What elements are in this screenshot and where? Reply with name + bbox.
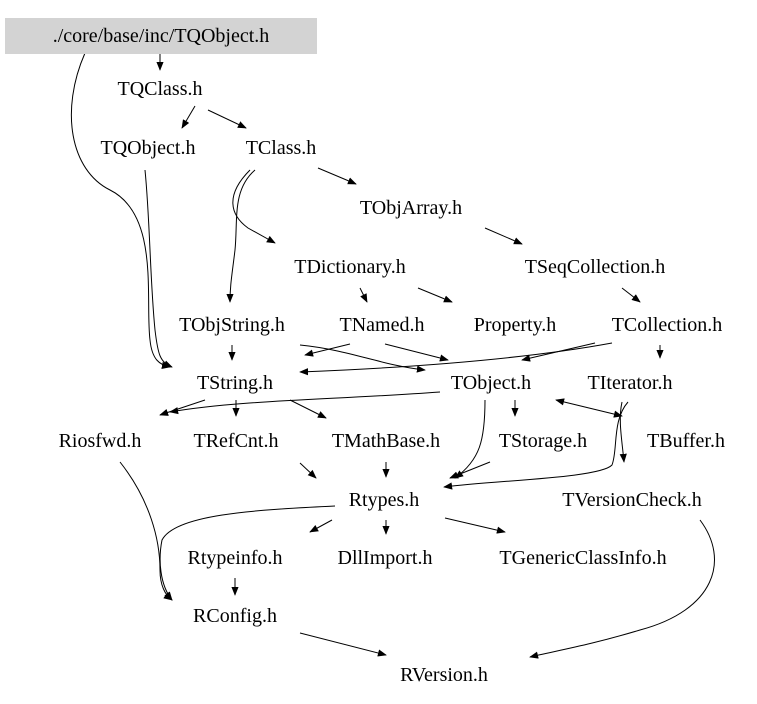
node-label: RConfig.h [193,605,277,627]
node-rconfig[interactable]: RConfig.h [193,605,277,627]
node-label: TDictionary.h [294,256,405,278]
node-tobjstring[interactable]: TObjString.h [179,314,285,336]
edge [299,342,613,376]
node-riosfwd[interactable]: Riosfwd.h [59,430,142,452]
edge [443,401,629,490]
edge [299,632,387,657]
edge [454,399,486,479]
node-label: Property.h [474,314,557,336]
node-label: TGenericClassInfo.h [499,547,666,569]
node-label: RVersion.h [400,664,488,686]
node-label: DllImport.h [338,547,433,569]
edge [226,169,256,303]
node-label: TCollection.h [612,314,723,336]
node-label: TObject.h [451,372,531,394]
node-tgenericclassinfo[interactable]: TGenericClassInfo.h [499,547,666,569]
node-tstorage[interactable]: TStorage.h [499,430,587,452]
edge [444,517,506,534]
node-tseqcollection[interactable]: TSeqCollection.h [525,256,666,278]
node-tqobject[interactable]: TQObject.h [101,137,196,159]
edge [207,109,247,129]
node-property[interactable]: Property.h [474,314,557,336]
edge [299,344,426,373]
edge [417,287,453,303]
node-rtypes[interactable]: Rtypes.h [349,489,420,511]
edge [232,169,276,244]
node-label: TObjArray.h [360,197,462,219]
node-label: TMathBase.h [332,430,440,452]
node-tclass[interactable]: TClass.h [246,137,317,159]
node-tnamed[interactable]: TNamed.h [340,314,425,336]
edge [619,401,627,463]
edge [449,461,491,479]
edge [181,105,196,129]
root-node-box [5,18,317,54]
node-dllimport[interactable]: DllImport.h [338,547,433,569]
node-label: Rtypeinfo.h [188,547,283,569]
node-label: TBuffer.h [647,430,725,452]
node-label: TStorage.h [499,430,587,452]
node-trefcnt[interactable]: TRefCnt.h [194,430,279,452]
node-label: TQObject.h [101,137,196,159]
node-titerator[interactable]: TIterator.h [588,372,673,394]
edge [159,399,206,416]
node-tmathbase[interactable]: TMathBase.h [332,430,440,452]
edge [521,342,596,362]
root-node-label: ./core/base/inc/TQObject.h [53,25,270,47]
node-label: TSeqCollection.h [525,256,666,278]
edge [309,519,333,533]
node-root[interactable]: ./core/base/inc/TQObject.h [5,18,317,54]
edge [317,167,357,185]
node-label: TRefCnt.h [194,430,279,452]
node-label: Riosfwd.h [59,430,142,452]
edge [70,52,171,369]
node-label: TIterator.h [588,372,673,394]
node-tqclass[interactable]: TQClass.h [118,78,203,100]
edge [119,461,173,601]
edge [159,505,336,601]
node-rtypeinfo[interactable]: Rtypeinfo.h [188,547,283,569]
node-label: TClass.h [246,137,317,159]
node-tstring[interactable]: TString.h [197,372,273,394]
edge [169,391,441,415]
node-tversioncheck[interactable]: TVersionCheck.h [562,489,701,511]
edge [621,287,641,303]
node-rversion[interactable]: RVersion.h [400,664,488,686]
edge [299,462,317,479]
node-label: TVersionCheck.h [562,489,701,511]
node-tdictionary[interactable]: TDictionary.h [294,256,405,278]
node-label: Rtypes.h [349,489,420,511]
node-label: TObjString.h [179,314,285,336]
edge [289,399,327,419]
edge [359,287,368,303]
edges [70,52,715,659]
node-tobjarray[interactable]: TObjArray.h [360,197,462,219]
node-label: TString.h [197,372,273,394]
edge [555,398,623,418]
edge [144,169,173,368]
node-tcollection[interactable]: TCollection.h [612,314,723,336]
node-label: TQClass.h [118,78,203,100]
edge [484,227,523,245]
edge [529,519,715,659]
node-tobject[interactable]: TObject.h [451,372,531,394]
edge [384,343,449,362]
node-tbuffer[interactable]: TBuffer.h [647,430,725,452]
node-label: TNamed.h [340,314,425,336]
